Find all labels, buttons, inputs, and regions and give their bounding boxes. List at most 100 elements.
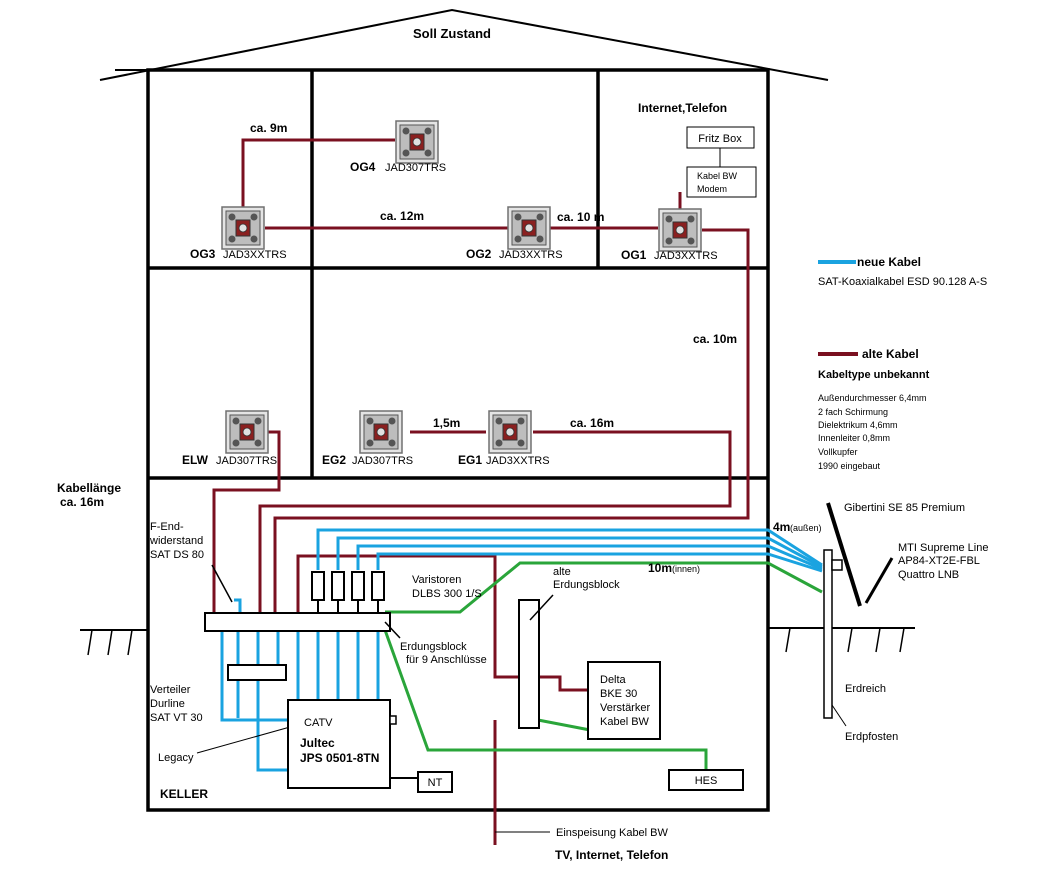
- legend-new-type: SAT-Koaxialkabel ESD 90.128 A-S: [818, 276, 987, 288]
- delta-label-1: Delta: [600, 674, 627, 686]
- f-end-label-2: widerstand: [149, 535, 203, 547]
- legend-old-label: alte Kabel: [862, 347, 919, 361]
- label-og2: OG2: [466, 247, 492, 261]
- kabellaenge-label: Kabellänge: [57, 481, 121, 495]
- einspeisung-label: Einspeisung Kabel BW: [556, 827, 669, 839]
- delta-label-4: Kabel BW: [600, 716, 650, 728]
- jultec-label-1: Jultec: [300, 736, 335, 750]
- socket-og2: [507, 206, 551, 250]
- hes-box: [668, 769, 744, 791]
- varistoren: [311, 571, 385, 613]
- old-cables: [212, 138, 750, 845]
- tv-internet-label: TV, Internet, Telefon: [555, 848, 668, 862]
- verteiler: [227, 664, 287, 681]
- length-inside-note: (innen): [672, 564, 700, 574]
- verteiler-label-1: Verteiler: [150, 684, 191, 696]
- erdpfosten: [823, 549, 833, 719]
- jultec-port: [389, 715, 397, 725]
- verteiler-label-2: Durline: [150, 698, 185, 710]
- length-og3-og4: ca. 9m: [250, 121, 287, 135]
- nt-box: [417, 771, 453, 793]
- roof: [99, 8, 829, 81]
- label-eg2: EG2: [322, 453, 346, 467]
- internet-heading: Internet,Telefon: [638, 101, 727, 115]
- label-og3: OG3: [190, 247, 216, 261]
- erdungsblock-label-1: Erdungsblock: [400, 641, 467, 653]
- kabellaenge-value: ca. 16m: [60, 495, 104, 509]
- legacy-pointer: [196, 726, 291, 754]
- model-og3: JAD3XXTRS: [223, 249, 287, 261]
- length-outside-note: (außen): [790, 523, 822, 533]
- modem-label-1: Kabel BW: [697, 171, 738, 181]
- modem-label-2: Modem: [697, 184, 727, 194]
- socket-eg2: [359, 410, 403, 454]
- legend-spec: Außendurchmesser 6,4mm: [818, 393, 927, 403]
- house-outline: [146, 68, 770, 812]
- nt-label: NT: [428, 777, 443, 789]
- kabel-bw-modem: [686, 166, 757, 198]
- model-eg2: JAD307TRS: [352, 455, 413, 467]
- fritz-box-label: Fritz Box: [698, 133, 742, 145]
- pfosten-label: Erdpfosten: [845, 731, 898, 743]
- length-og1-riser: ca. 10m: [693, 332, 737, 346]
- model-og4: JAD307TRS: [385, 162, 446, 174]
- legend-spec: Dielektrikum 4,6mm: [818, 420, 898, 430]
- verteiler-label-3: SAT VT 30: [150, 712, 203, 724]
- jultec-label-2: JPS 0501-8TN: [300, 751, 379, 765]
- erdungsblock: [204, 612, 391, 632]
- socket-elw: [225, 410, 269, 454]
- earth-cables: [383, 561, 823, 770]
- pfosten-pointer: [831, 704, 847, 727]
- model-og2: JAD3XXTRS: [499, 249, 563, 261]
- f-end-pointer: [211, 564, 233, 603]
- socket-eg1: [488, 410, 532, 454]
- label-og4: OG4: [350, 160, 376, 174]
- f-end-label-3: SAT DS 80: [150, 549, 204, 561]
- label-elw: ELW: [182, 453, 209, 467]
- varistoren-label-1: Varistoren: [412, 574, 461, 586]
- lnb-label-2: AP84-XT2E-FBL: [898, 555, 980, 567]
- f-end-label-1: F-End-: [150, 521, 184, 533]
- erdreich-label: Erdreich: [845, 683, 886, 695]
- legend-spec: 1990 eingebaut: [818, 461, 881, 471]
- alte-erdung-label-2: Erdungsblock: [553, 579, 620, 591]
- model-eg1: JAD3XXTRS: [486, 455, 550, 467]
- length-eg2-eg1: 1,5m: [433, 416, 460, 430]
- legend-new-label: neue Kabel: [857, 255, 921, 269]
- model-elw: JAD307TRS: [216, 455, 277, 467]
- socket-og3: [221, 206, 265, 250]
- delta-amplifier: [587, 661, 661, 740]
- label-keller: KELLER: [160, 787, 208, 801]
- legend-spec: 2 fach Schirmung: [818, 407, 888, 417]
- legend-spec: Vollkupfer: [818, 447, 858, 457]
- length-outside: 4m: [773, 520, 790, 534]
- label-og1: OG1: [621, 248, 647, 262]
- new-cables: [220, 528, 823, 772]
- lnb-pointer: [864, 557, 894, 604]
- dish-arm: [831, 559, 843, 571]
- delta-label-2: BKE 30: [600, 688, 637, 700]
- length-inside: 10m: [648, 561, 672, 575]
- length-og3-og2: ca. 12m: [380, 209, 424, 223]
- erdungsblock-label-2: für 9 Anschlüsse: [406, 654, 487, 666]
- catv-label: CATV: [304, 717, 333, 729]
- dish-label: Gibertini SE 85 Premium: [844, 502, 965, 514]
- alte-erdung-pointer: [529, 594, 554, 621]
- erdungsblock-pointer: [384, 621, 401, 639]
- varistoren-label-2: DLBS 300 1/S: [412, 588, 482, 600]
- length-og2-og1: ca. 10 m: [557, 210, 604, 224]
- label-eg1: EG1: [458, 453, 482, 467]
- delta-label-3: Verstärker: [600, 702, 650, 714]
- satellite-dish: [826, 502, 862, 607]
- ground-hatch: [87, 627, 905, 656]
- length-eg1-riser: ca. 16m: [570, 416, 614, 430]
- jultec-multiswitch: [287, 699, 391, 789]
- lnb-label-3: Quattro LNB: [898, 569, 959, 581]
- hes-label: HES: [695, 775, 718, 787]
- legacy-label: Legacy: [158, 752, 194, 764]
- alter-erdungsblock: [518, 599, 540, 729]
- lnb-label-1: MTI Supreme Line: [898, 542, 988, 554]
- alte-erdung-label-1: alte: [553, 566, 571, 578]
- model-og1: JAD3XXTRS: [654, 250, 718, 262]
